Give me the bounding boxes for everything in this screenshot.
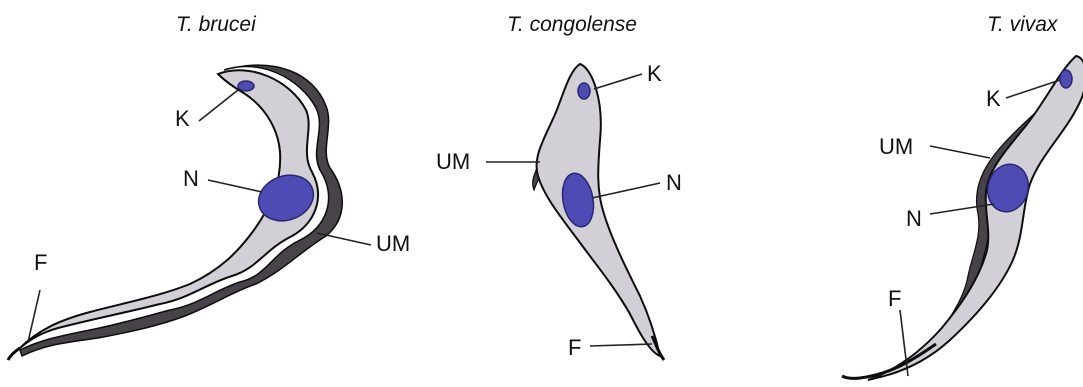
- n-leader: [592, 183, 660, 198]
- f-leader: [590, 344, 652, 346]
- k-leader: [199, 90, 238, 121]
- flagellum: [8, 348, 20, 360]
- label-k: K: [986, 86, 1001, 111]
- label-n: N: [906, 206, 922, 231]
- kinetoplast: [1060, 70, 1072, 88]
- panel-t-vivax: T. vivax K UM N F: [842, 13, 1083, 380]
- kinetoplast: [578, 83, 590, 99]
- label-f: F: [888, 286, 901, 311]
- label-n: N: [183, 166, 199, 191]
- panel-title: T. brucei: [176, 13, 257, 36]
- kinetoplast: [238, 81, 254, 91]
- um-leader: [317, 233, 371, 245]
- cell-body: [537, 64, 660, 356]
- label-k: K: [175, 106, 190, 131]
- label-f: F: [34, 250, 47, 275]
- panel-title: T. congolense: [507, 13, 637, 36]
- cell-body: [868, 56, 1083, 380]
- k-leader: [594, 74, 642, 89]
- label-um: UM: [879, 134, 913, 159]
- label-f: F: [568, 335, 581, 360]
- n-leader: [208, 180, 262, 192]
- label-um: UM: [436, 149, 470, 174]
- label-um: UM: [376, 231, 410, 256]
- panel-t-brucei: T. brucei K N UM F: [8, 13, 410, 360]
- label-k: K: [647, 61, 662, 86]
- panel-title: T. vivax: [987, 13, 1059, 36]
- label-n: N: [666, 170, 682, 195]
- panel-t-congolense: T. congolense K UM N F: [436, 13, 682, 360]
- um-leader: [930, 146, 990, 158]
